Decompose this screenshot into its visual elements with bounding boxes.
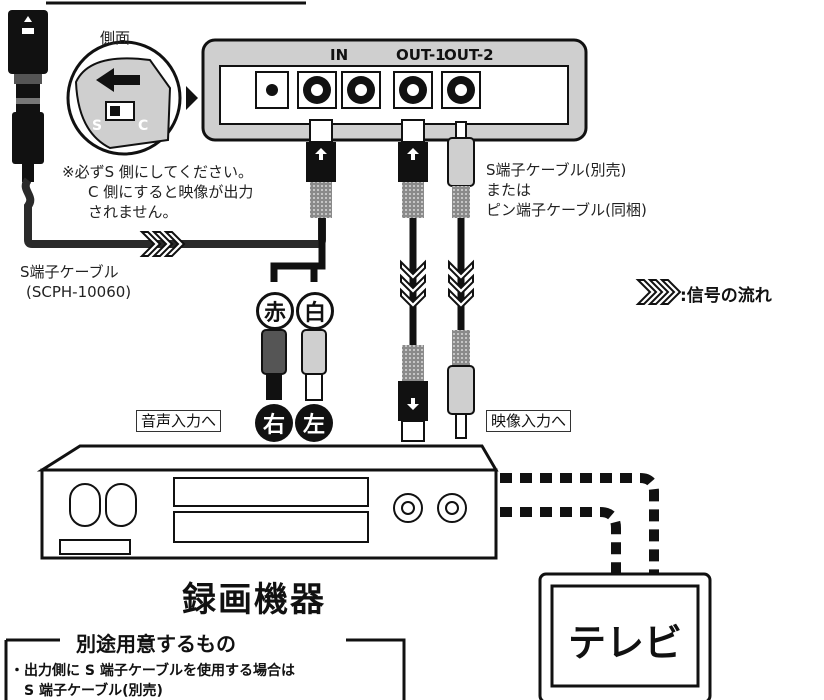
alt-cable-line1: S端子ケーブル(別売)	[486, 161, 627, 179]
switch-note-line2: C 側にすると映像が出力	[88, 183, 254, 201]
left-channel-marker: 左	[295, 404, 333, 442]
s-cable-model: (SCPH-10060)	[26, 283, 132, 301]
switch-note-line1: ※必ずS 側にしてください。	[62, 163, 253, 181]
requirements-item2: S 端子ケーブル(別売)	[24, 683, 163, 699]
port-in-label: IN	[330, 46, 349, 64]
video-input-label: 映像入力へ	[486, 410, 572, 432]
adapter-box	[201, 38, 588, 142]
audio-input-label: 音声入力へ	[136, 410, 222, 432]
side-view-label: 側面	[100, 29, 131, 47]
recorder-tv-connection	[500, 473, 659, 574]
out2-cable	[447, 121, 475, 439]
side-view-detail	[66, 40, 182, 156]
signal-chevron-icon	[400, 259, 474, 310]
console-connector	[8, 10, 48, 182]
signal-chevron-icon	[139, 231, 186, 257]
right-triangle-icon	[186, 86, 198, 110]
signal-flow-legend: :信号の流れ	[680, 286, 772, 306]
switch-note-line3: されません。	[88, 203, 178, 221]
left-arrow-icon	[96, 68, 140, 92]
switch-c-label: C	[138, 118, 149, 134]
recorder-body	[36, 444, 499, 560]
tv-set	[538, 572, 712, 700]
recorder-title: 録画機器	[182, 580, 326, 620]
white-plug-marker: 白	[296, 292, 334, 330]
port-out2-label: OUT-2	[444, 46, 494, 64]
requirements-item1: ・出力側に S 端子ケーブルを使用する場合は	[10, 663, 295, 679]
down-arrow-icon	[407, 398, 419, 410]
requirements-box	[4, 638, 406, 700]
tv-label: テレビ	[568, 621, 683, 665]
right-channel-marker: 右	[255, 404, 293, 442]
switch-s-label: S	[92, 118, 103, 134]
audio-rca-plugs	[261, 218, 327, 401]
s-cable-label: S端子ケーブル	[20, 263, 119, 281]
signal-chevron-icon	[635, 279, 682, 305]
alt-cable-line3: ピン端子ケーブル(同梱)	[486, 201, 647, 219]
red-plug-marker: 赤	[256, 292, 294, 330]
requirements-title: 別途用意するもの	[68, 628, 244, 657]
in-plug	[306, 119, 336, 218]
playstation-logo-icon	[24, 16, 32, 22]
port-out1-label: OUT-1	[396, 46, 446, 64]
alt-cable-line2: または	[486, 181, 532, 199]
